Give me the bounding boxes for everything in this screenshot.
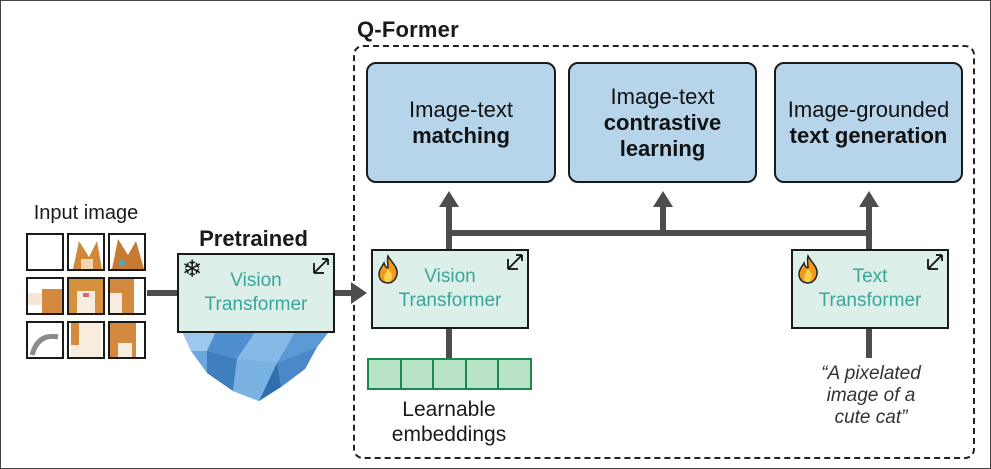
flame-icon — [378, 254, 398, 284]
pretrained-vit-line1: Vision — [230, 270, 282, 291]
embedding-token — [466, 360, 500, 388]
qformer-text-line1: Text — [852, 266, 888, 287]
cat-face-tile — [69, 279, 103, 313]
task-itg-line2: text generation — [789, 122, 948, 148]
qformer-vit-line1: Vision — [424, 266, 476, 287]
task-itg-line1: Image-grounded — [787, 96, 950, 122]
qformer-text-line2: Transformer — [818, 290, 922, 311]
snowflake-icon: ❄ — [182, 255, 203, 283]
embedding-token — [499, 360, 530, 388]
pretrained-to-qformer-head — [351, 282, 367, 304]
grid-tile — [67, 233, 105, 271]
learnable-embeddings-label: Learnable embeddings — [369, 397, 529, 447]
caption-line1: “A pixelated — [821, 363, 921, 384]
qformer-vision-transformer: Vision Transformer — [371, 249, 529, 329]
cat-tail-tile — [29, 333, 59, 356]
caption-line2: image of a — [826, 385, 916, 406]
cat-body-tile — [110, 323, 136, 357]
qformer-vit-line2: Transformer — [398, 290, 502, 311]
pretrained-vision-transformer: Vision Transformer — [177, 253, 335, 333]
embedding-token — [434, 360, 467, 388]
qformer-text-transformer: Text Transformer — [791, 249, 949, 329]
task-itc-line3: learning — [619, 135, 706, 161]
task-itc-line2: contrastive — [603, 109, 722, 135]
task-image-text-matching: Image-text matching — [366, 62, 556, 183]
grid-tile — [26, 277, 64, 315]
grid-tile — [108, 233, 146, 271]
caption-line3: cute cat” — [834, 407, 908, 428]
grid-tile — [26, 321, 64, 359]
embeddings-label-line2: embeddings — [391, 423, 507, 446]
grid-tile — [26, 233, 64, 271]
task-image-grounded-generation: Image-grounded text generation — [774, 62, 963, 183]
expand-arrows-icon — [507, 254, 523, 270]
cat-ear-tile — [112, 239, 144, 269]
arrow-itg-head — [859, 191, 879, 207]
grid-tile — [67, 277, 105, 315]
cat-face-tile — [110, 279, 134, 313]
grid-tile — [108, 277, 146, 315]
task-itm-line1: Image-text — [409, 96, 513, 122]
cat-ear-tile — [73, 241, 102, 269]
iceberg-illustration — [181, 329, 331, 401]
qformer-title: Q-Former — [357, 17, 459, 42]
expand-arrows-icon — [927, 254, 943, 270]
pretrained-vit-line2: Transformer — [204, 294, 308, 315]
input-image-grid — [26, 233, 146, 361]
input-image-label: Input image — [33, 202, 139, 224]
qformer-container — [353, 45, 975, 459]
learnable-embeddings-strip — [367, 358, 532, 390]
embedding-token — [369, 360, 402, 388]
task-itc-line1: Image-text — [610, 83, 715, 109]
task-image-text-contrastive: Image-text contrastive learning — [568, 62, 757, 183]
arrow-itc-head — [653, 191, 673, 207]
pretrained-label: Pretrained — [199, 226, 308, 251]
embeddings-label-line1: Learnable — [402, 398, 496, 421]
flame-icon — [798, 254, 818, 284]
cat-body-tile — [71, 323, 101, 357]
caption-text: “A pixelated image of a cute cat” — [791, 363, 951, 429]
grid-tile — [67, 321, 105, 359]
grid-tile — [108, 321, 146, 359]
embedding-token — [401, 360, 435, 388]
task-itm-line2: matching — [412, 122, 510, 148]
cat-paw-tile — [28, 289, 62, 313]
expand-arrows-icon — [313, 258, 329, 274]
arrow-itm-head — [439, 191, 459, 207]
